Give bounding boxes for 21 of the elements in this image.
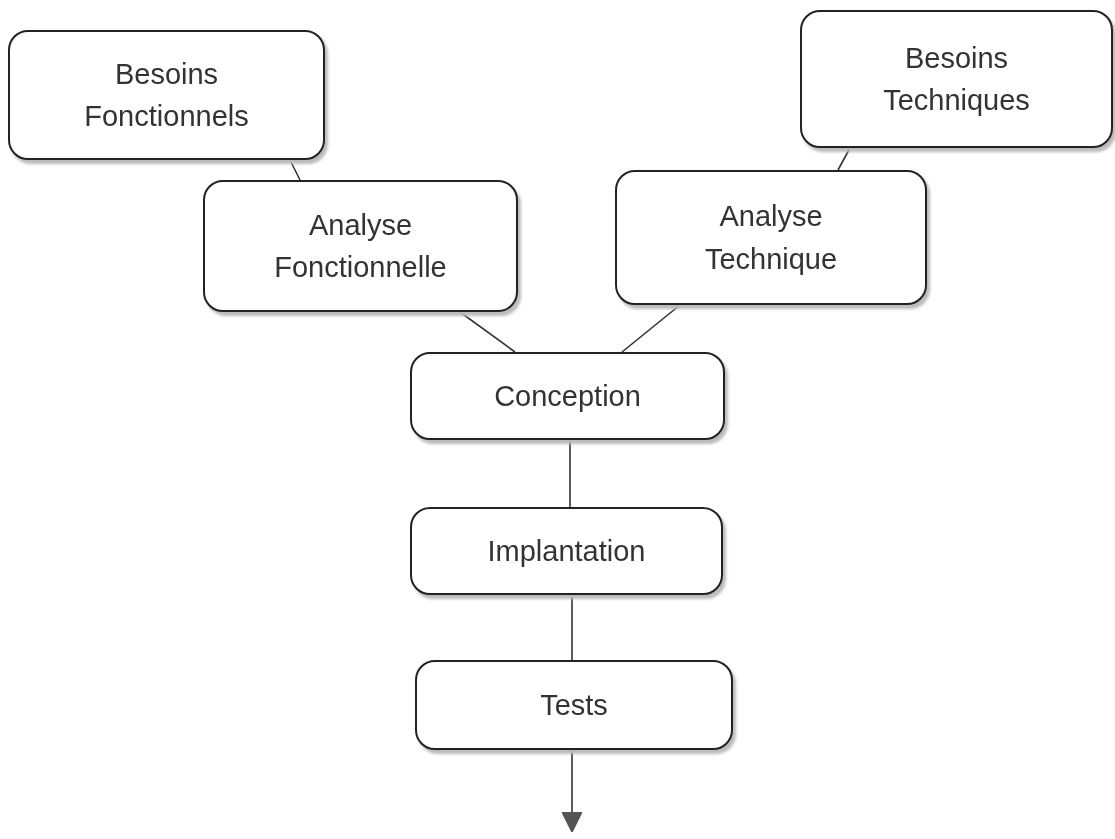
process-box — [615, 170, 927, 305]
connector-line — [621, 304, 681, 353]
box-label: Tests — [539, 687, 609, 723]
box-label: Besoins Fonctionnels — [83, 56, 250, 134]
connector-line — [569, 439, 571, 508]
box-label: Analyse Technique — [703, 199, 839, 277]
box-label: Besoins Techniques — [882, 40, 1031, 118]
connector-line — [571, 594, 573, 661]
box-label: Analyse Fonctionnelle — [273, 207, 448, 285]
process-box — [800, 10, 1113, 148]
process-box — [410, 352, 725, 440]
box-label: Implantation — [486, 533, 647, 569]
connector-line — [837, 147, 851, 171]
arrow — [561, 749, 583, 833]
process-box — [415, 660, 733, 750]
process-box — [8, 30, 325, 160]
process-box — [203, 180, 518, 312]
process-box — [410, 507, 723, 595]
connector-line — [459, 311, 516, 353]
box-label: Conception — [493, 378, 642, 414]
connector-line — [289, 159, 301, 181]
